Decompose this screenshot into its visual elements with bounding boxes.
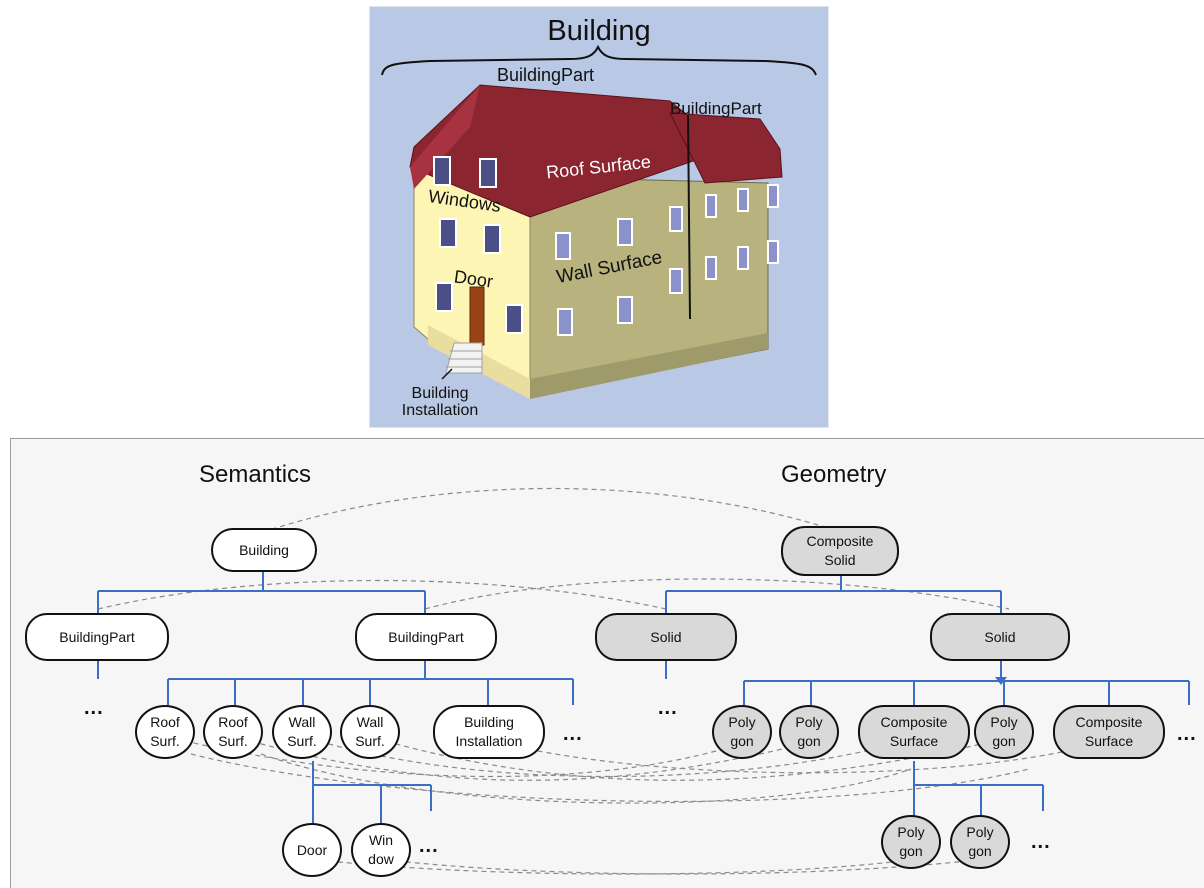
semantics-geometry-diagram: Semantics Geometry Building BuildingPart… [10,438,1204,888]
node-polygon-2: Poly gon [779,705,839,759]
node-building-installation: Building Installation [433,705,545,759]
node-building-part-b: BuildingPart [355,613,497,661]
node-polygon-3: Poly gon [974,705,1034,759]
node-roof-surf-2: Roof Surf. [203,705,263,759]
roof-gable [410,85,480,189]
node-building-part-a: BuildingPart [25,613,169,661]
illustration-title: Building [547,15,651,47]
part-separator [687,114,691,320]
label-building-part-left: BuildingPart [497,65,595,85]
node-solid-a: Solid [595,613,737,661]
node-door: Door [282,823,342,877]
node-wall-surf-1: Wall Surf. [272,705,332,759]
node-polygon-5: Poly gon [950,815,1010,869]
plinth-side [530,333,768,399]
node-window: Win dow [351,823,411,877]
node-wall-surf-2: Wall Surf. [340,705,400,759]
node-composite-solid: Composite Solid [781,526,899,576]
geometry-tree-lines [665,575,1190,823]
node-polygon-1: Poly gon [712,705,772,759]
node-solid-b: Solid [930,613,1070,661]
building-illustration: Building BuildingPart BuildingPart Roof … [369,6,829,428]
building-drawing [381,44,817,399]
arrow-marker [995,677,1007,685]
node-roof-surf-1: Roof Surf. [135,705,195,759]
ellipsis-surfaces: ... [563,723,583,745]
node-building: Building [211,528,317,572]
label-building-installation: Building Installation [401,385,479,419]
node-polygon-4: Poly gon [881,815,941,869]
ellipsis-polygons: ... [1031,831,1051,853]
semantics-heading: Semantics [199,461,312,488]
geometry-heading: Geometry [781,461,887,488]
door-shape [469,286,485,346]
label-building-part-right: BuildingPart [670,99,762,118]
ellipsis-geometry-surfaces: ... [1177,723,1197,745]
building-brace [381,44,817,76]
ellipsis-solid-a: ... [658,697,678,719]
front-windows [433,156,523,334]
ellipsis-building-part-a: ... [84,697,104,719]
ellipsis-openings: ... [419,835,439,857]
installation-pointer [441,368,453,380]
node-composite-surface-1: Composite Surface [858,705,970,759]
node-composite-surface-2: Composite Surface [1053,705,1165,759]
diagram-lines [97,487,1190,875]
semantics-tree-lines [97,571,574,823]
side-windows [555,184,779,336]
roof-part-right [669,112,783,184]
